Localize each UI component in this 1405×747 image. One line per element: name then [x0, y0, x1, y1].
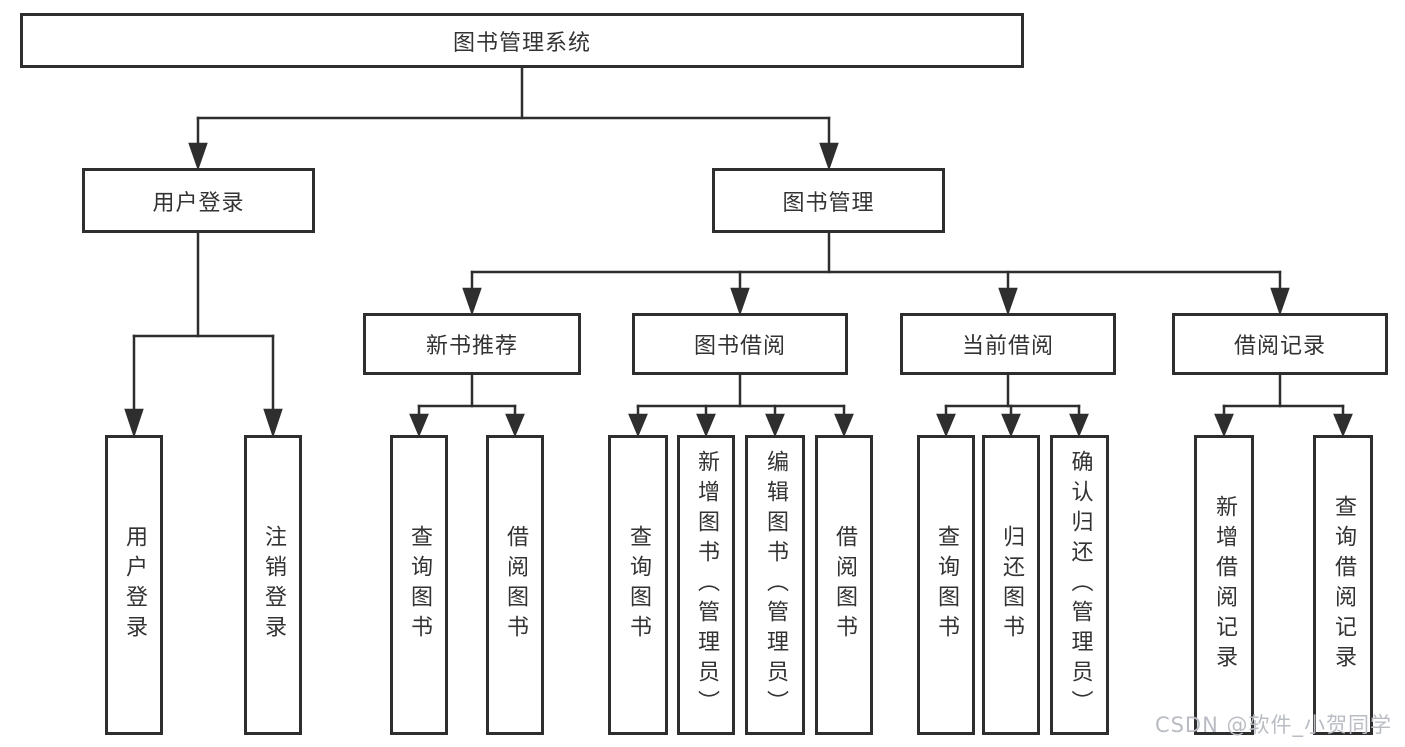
leaf-label: 注销登录 [261, 525, 286, 645]
leaf-label: 借阅图书 [503, 525, 528, 645]
leaf-return-book: 归还图书 [982, 435, 1040, 735]
leaf-query-borrow-record: 查询借阅记录 [1313, 435, 1373, 735]
leaf-label: 查询图书 [626, 525, 651, 645]
node-label: 用户登录 [152, 190, 245, 216]
leaf-label: 新增借阅记录 [1212, 495, 1237, 675]
node-label: 当前借阅 [961, 334, 1054, 359]
node-new-book-recommend: 新书推荐 [363, 313, 581, 375]
leaf-label: 确认归还（管理员） [1067, 450, 1093, 720]
leaf-edit-book-admin: 编辑图书（管理员） [745, 435, 805, 735]
leaf-label: 用户登录 [122, 525, 147, 645]
leaf-query-books-recommend: 查询图书 [390, 435, 448, 735]
node-book-borrow: 图书借阅 [632, 313, 848, 375]
node-user-login: 用户登录 [82, 168, 315, 233]
leaf-query-books-current: 查询图书 [917, 435, 975, 735]
leaf-add-book-admin: 新增图书（管理员） [677, 435, 735, 735]
csdn-watermark: CSDN @软件_小贺同学 [1154, 713, 1392, 737]
node-label: 新书推荐 [425, 334, 518, 359]
leaf-query-books-borrow: 查询图书 [608, 435, 668, 735]
leaf-label: 借阅图书 [832, 525, 857, 645]
node-library-management-system: 图书管理系统 [20, 13, 1024, 68]
node-label: 图书管理系统 [452, 30, 591, 56]
leaf-label: 编辑图书（管理员） [763, 450, 788, 720]
leaf-confirm-return-admin: 确认归还（管理员） [1050, 435, 1109, 735]
leaf-borrow-books: 借阅图书 [815, 435, 873, 735]
leaf-label: 查询图书 [934, 525, 959, 645]
leaf-label: 新增图书（管理员） [694, 450, 719, 720]
leaf-add-borrow-record: 新增借阅记录 [1194, 435, 1254, 735]
node-label: 图书借阅 [693, 334, 786, 359]
leaf-logout: 注销登录 [244, 435, 302, 735]
leaf-user-login: 用户登录 [105, 435, 163, 735]
node-label: 借阅记录 [1233, 334, 1326, 359]
node-current-borrow: 当前借阅 [900, 313, 1116, 375]
node-book-management: 图书管理 [712, 168, 945, 233]
leaf-label: 查询图书 [407, 525, 432, 645]
leaf-label: 查询借阅记录 [1331, 495, 1356, 675]
leaf-label: 归还图书 [999, 525, 1024, 645]
leaf-borrow-books-recommend: 借阅图书 [486, 435, 544, 735]
node-label: 图书管理 [782, 190, 875, 216]
node-borrow-records: 借阅记录 [1172, 313, 1388, 375]
